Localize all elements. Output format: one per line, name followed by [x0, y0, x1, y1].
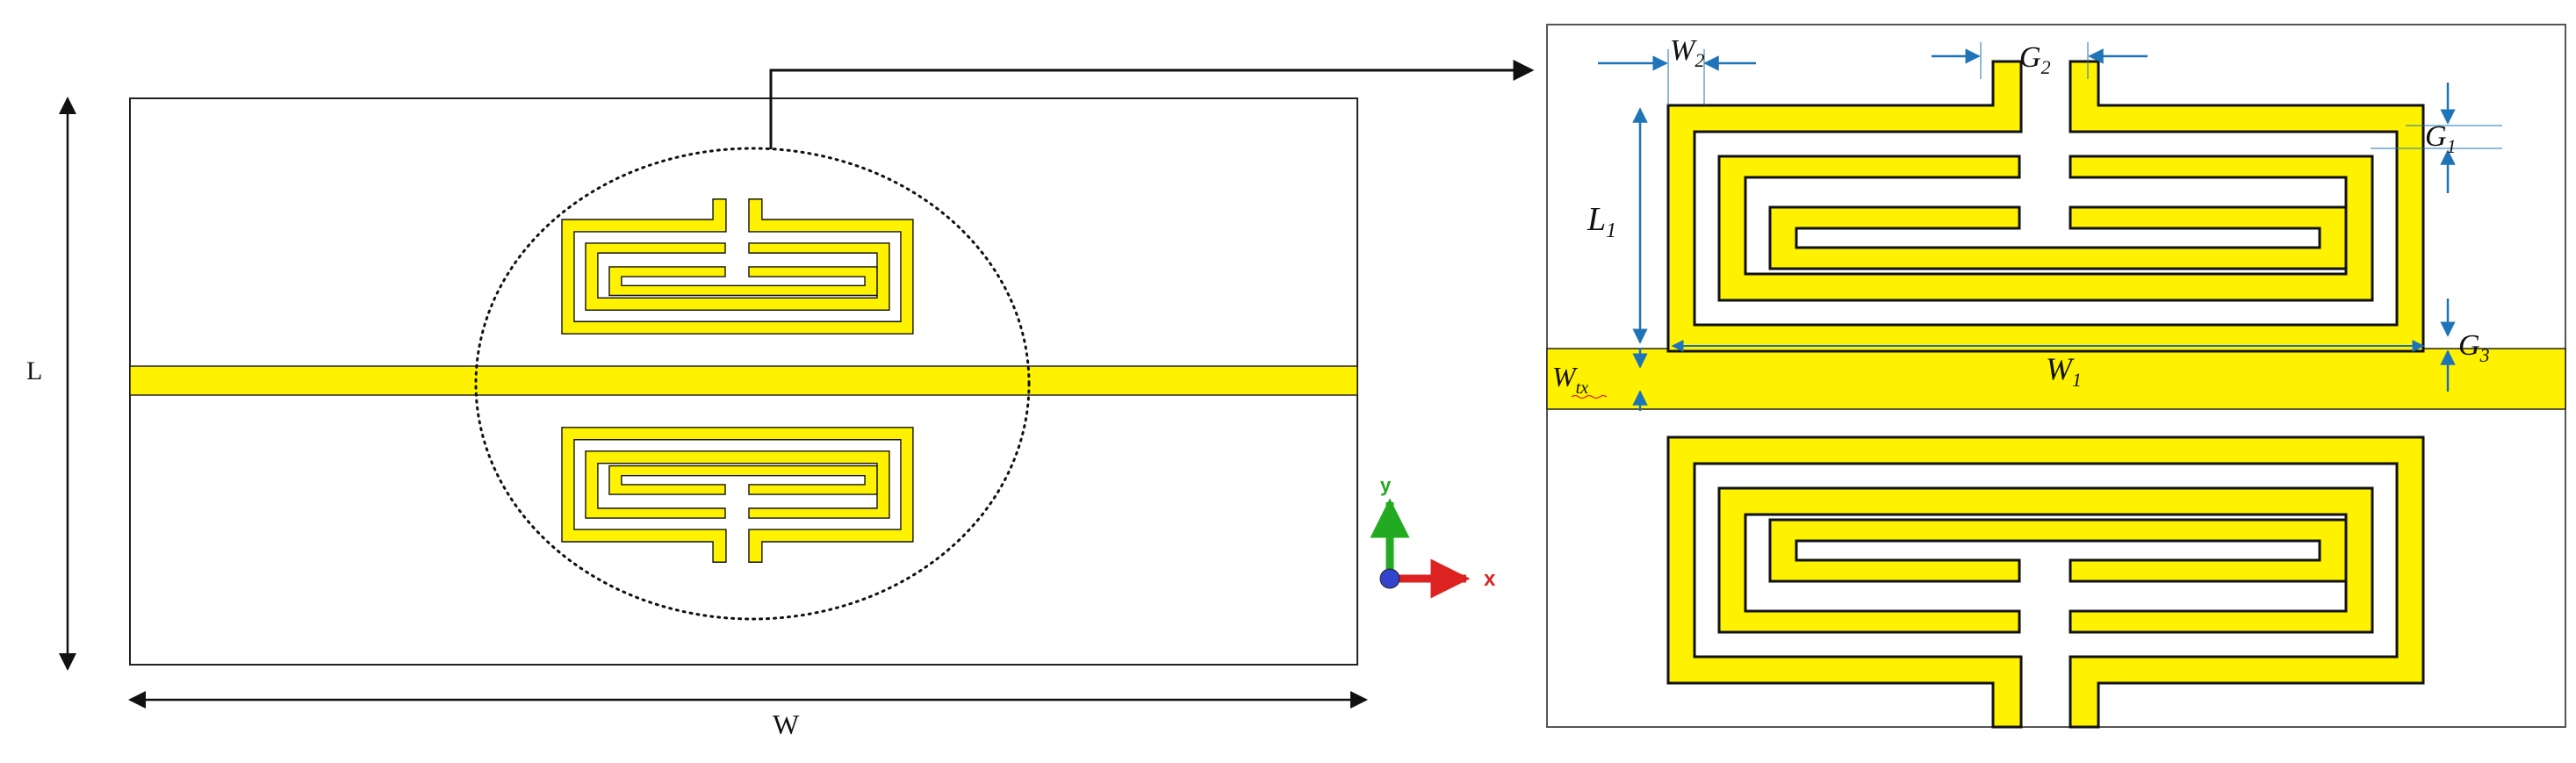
- svg-text:L1: L1: [1587, 201, 1616, 242]
- callout-arrow: [769, 60, 1535, 149]
- axis-x-label: x: [1484, 567, 1496, 591]
- wtx-dimension: Wtx: [1552, 348, 1648, 411]
- overview-panel: L W y x: [26, 60, 1535, 740]
- l1-dimension: L1: [1587, 107, 1648, 344]
- wtx-sub: tx: [1576, 378, 1589, 398]
- svg-text:G2: G2: [2019, 41, 2051, 78]
- wtx-label: W: [1552, 361, 1579, 392]
- w2-label: W: [1670, 34, 1697, 67]
- axis-y-label: y: [1380, 474, 1392, 496]
- svg-text:G1: G1: [2425, 120, 2457, 157]
- g2-label: G: [2019, 41, 2041, 74]
- svg-text:W2: W2: [1670, 34, 1704, 71]
- g1-dimension: G1: [2371, 83, 2502, 193]
- w2-sub: 2: [1695, 49, 1704, 71]
- l1-label: L: [1587, 201, 1606, 238]
- axis-z-dot: [1379, 568, 1400, 589]
- l1-sub: 1: [1606, 220, 1616, 242]
- g1-label: G: [2425, 120, 2447, 153]
- w1-sub: 1: [2072, 369, 2082, 391]
- zoom-region-circle: [474, 147, 1031, 621]
- w1-dimension: W1: [1671, 340, 2425, 391]
- axis-triad: y x: [1370, 474, 1496, 599]
- length-label: L: [26, 356, 42, 385]
- width-label: W: [773, 709, 800, 740]
- w1-label: W: [2046, 351, 2075, 386]
- g2-dimension: G2: [1932, 41, 2148, 79]
- g1-sub: 1: [2447, 135, 2457, 157]
- feed-line: [129, 365, 1358, 396]
- g2-sub: 2: [2041, 56, 2051, 78]
- svg-text:G3: G3: [2458, 329, 2490, 366]
- detail-panel: W2 G2 G1 L1 W1: [1546, 24, 2566, 729]
- detail-feed-line: [1546, 348, 2566, 410]
- g3-sub: 3: [2479, 344, 2490, 366]
- g3-dimension: G3: [2440, 299, 2490, 392]
- svg-text:W1: W1: [2046, 351, 2082, 391]
- svg-text:Wtx: Wtx: [1552, 361, 1588, 398]
- w2-dimension: W2: [1598, 34, 1756, 105]
- g3-label: G: [2458, 329, 2480, 362]
